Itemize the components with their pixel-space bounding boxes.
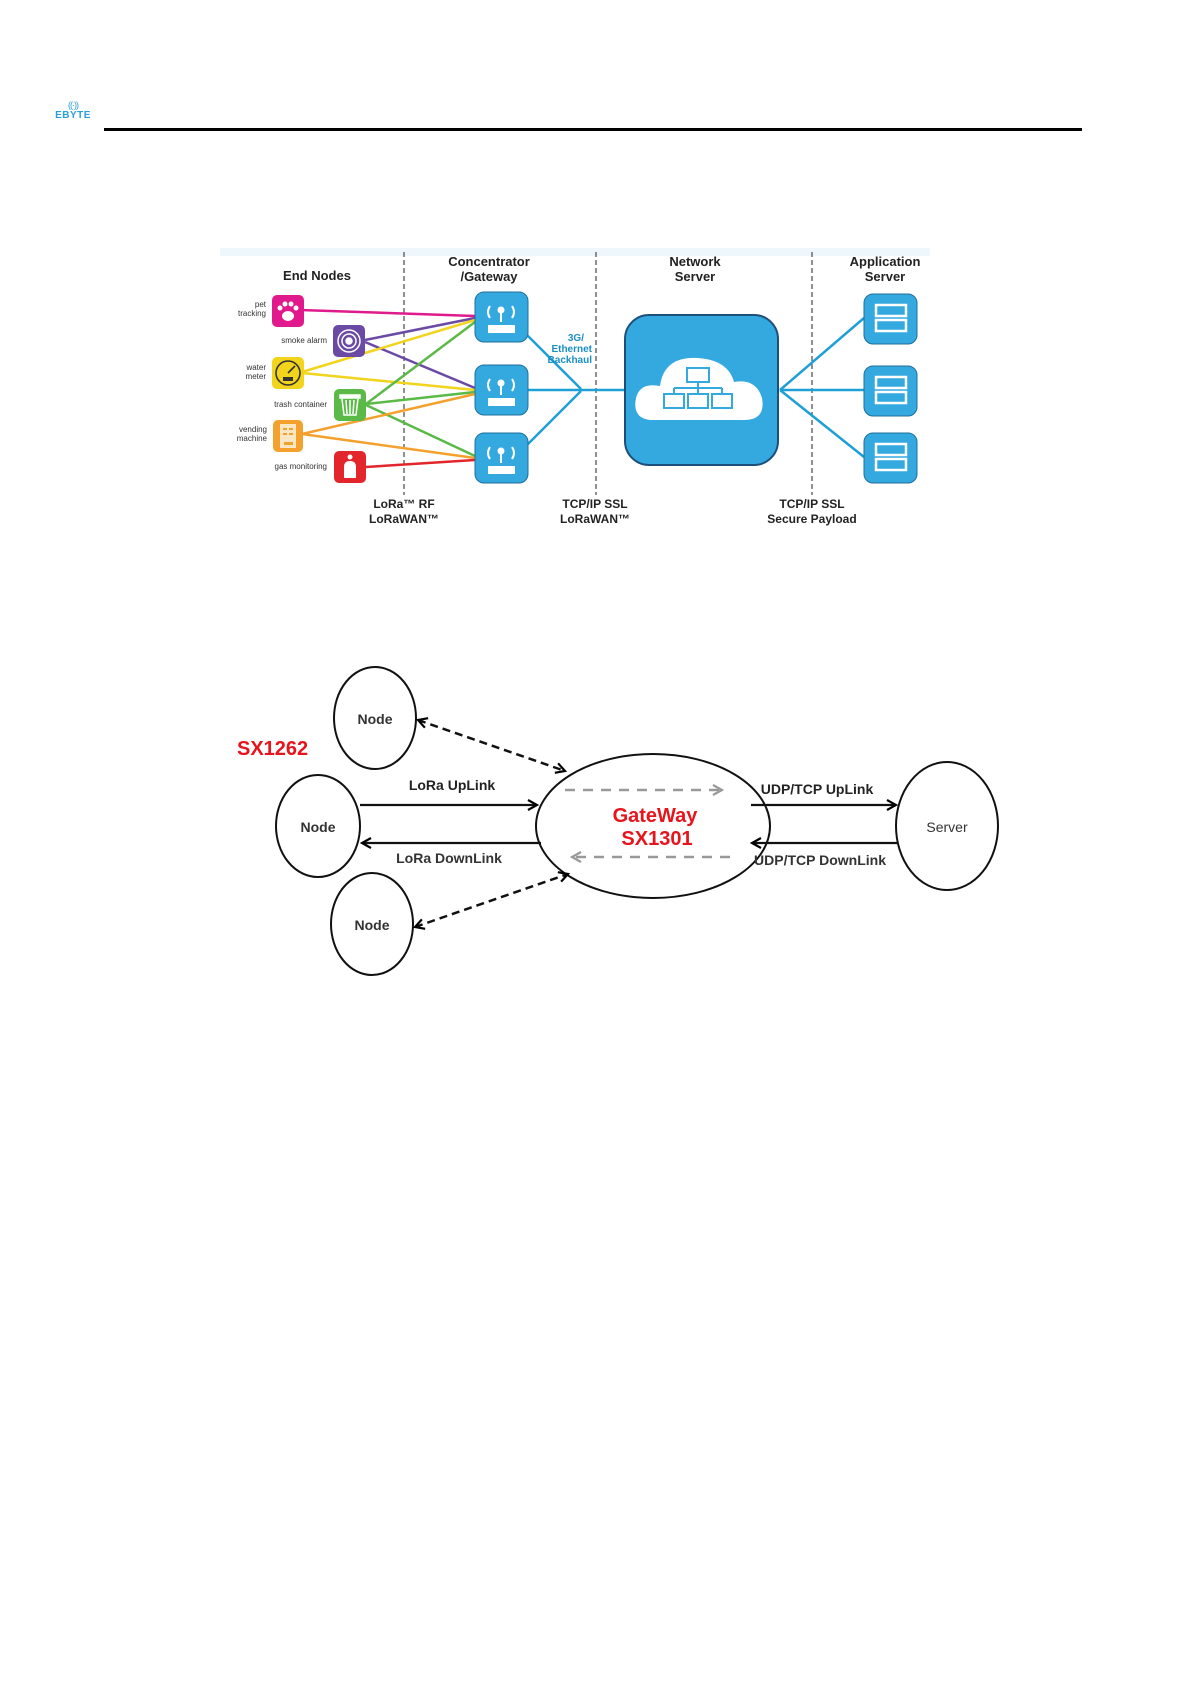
gateway-1 <box>474 291 529 343</box>
heading-app-2: Server <box>865 269 905 284</box>
label-vending: vending <box>239 425 267 434</box>
gateway-label: GateWay <box>613 805 699 827</box>
network-server <box>624 314 779 466</box>
server-icon <box>874 442 908 472</box>
end-node-gas-monitoring: gas monitoring <box>275 451 366 483</box>
server-label: Server <box>926 819 968 835</box>
backhaul-links <box>526 334 625 446</box>
vending-machine-icon <box>280 424 296 448</box>
rf-links <box>299 308 476 469</box>
smoke-alarm-icon <box>337 329 361 353</box>
end-node-smoke-alarm: smoke alarm <box>281 325 365 357</box>
protocol-backhaul-2: LoRaWAN™ <box>560 512 630 526</box>
heading-app-1: Application <box>850 254 921 269</box>
link-smoke-gw2 <box>364 340 476 390</box>
end-node-pet-tracking: pet tracking <box>238 295 304 327</box>
backhaul-label-2: Ethernet <box>551 344 592 355</box>
link-water-gw1 <box>301 318 476 374</box>
link-network-app1 <box>779 317 865 391</box>
ebyte-logo: ((·)) EBYTE <box>50 100 96 130</box>
app-links <box>779 317 865 458</box>
label-tracking: tracking <box>238 309 266 318</box>
link-pet-gw1 <box>299 308 476 318</box>
protocol-app-2: Secure Payload <box>767 512 856 526</box>
chip-label-sx1262: SX1262 <box>237 738 308 760</box>
end-node-water-meter: water meter <box>245 357 304 389</box>
server-icon <box>874 303 908 333</box>
heading-end-nodes: End Nodes <box>283 268 351 283</box>
link-gas-gw3 <box>365 458 476 469</box>
end-node-vending-machine: vending machine <box>237 420 303 452</box>
heading-gateway-2: /Gateway <box>460 269 518 284</box>
logo-text: EBYTE <box>55 110 91 121</box>
udp-uplink-label: UDP/TCP UpLink <box>761 781 874 797</box>
gateway-2 <box>474 364 529 416</box>
protocol-app-1: TCP/IP SSL <box>779 497 844 511</box>
wireless-icon: ((·)) <box>68 100 79 110</box>
trash-container-icon <box>339 394 361 416</box>
gateway-chip-label: SX1301 <box>621 828 692 850</box>
link-trash-gw1 <box>365 321 476 405</box>
link-water-gw2 <box>301 371 476 392</box>
link-node-bottom-gateway <box>415 874 568 927</box>
backhaul-label-1: 3G/ <box>568 333 584 344</box>
link-gw3-junction <box>526 390 582 446</box>
app-server-3 <box>863 432 918 484</box>
server-ellipse <box>895 761 999 891</box>
app-server-2 <box>863 365 918 417</box>
heading-network-1: Network <box>669 254 721 269</box>
app-server-1 <box>863 293 918 345</box>
label-water: water <box>245 363 266 372</box>
water-meter-icon <box>275 360 301 386</box>
node-bottom-label: Node <box>355 917 390 933</box>
antenna-icon <box>487 446 515 463</box>
node-middle-label: Node <box>301 819 336 835</box>
gas-cylinder-icon <box>344 454 356 478</box>
node-middle <box>275 774 361 878</box>
protocol-backhaul-1: TCP/IP SSL <box>562 497 627 511</box>
protocol-rf-1: LoRa™ RF <box>373 497 434 511</box>
label-smoke-alarm: smoke alarm <box>281 336 327 345</box>
label-machine: machine <box>237 434 268 443</box>
antenna-icon <box>487 305 515 322</box>
network-topology-icon <box>663 367 733 409</box>
top-band <box>220 248 930 256</box>
antenna-icon <box>487 378 515 395</box>
protocol-rf-2: LoRaWAN™ <box>369 512 439 526</box>
link-network-app3 <box>779 389 865 458</box>
gateway-dataflow-diagram: Node Node Node SX1262 GateWay SX1301 Ser… <box>237 666 999 976</box>
lora-downlink-label: LoRa DownLink <box>396 850 502 866</box>
label-pet: pet <box>255 300 267 309</box>
label-gas-monitoring: gas monitoring <box>275 462 327 471</box>
server-icon <box>874 375 908 405</box>
label-meter: meter <box>246 372 267 381</box>
link-vending-gw2 <box>301 392 476 436</box>
link-vending-gw3 <box>301 432 476 460</box>
label-trash-container: trash container <box>274 400 327 409</box>
link-smoke-gw1 <box>364 316 476 342</box>
paw-icon <box>277 301 299 321</box>
heading-gateway-1: Concentrator <box>448 254 530 269</box>
lora-uplink-label: LoRa UpLink <box>409 777 496 793</box>
link-node-top-gateway <box>418 720 565 771</box>
link-trash-gw2 <box>365 390 476 406</box>
end-node-trash-container: trash container <box>274 389 366 421</box>
node-top-label: Node <box>358 711 393 727</box>
header-rule <box>104 128 1082 131</box>
udp-downlink-label: UDP/TCP DownLink <box>754 852 886 868</box>
link-trash-gw3 <box>365 403 476 458</box>
link-gw1-junction <box>526 334 582 390</box>
heading-network-2: Server <box>675 269 715 284</box>
backhaul-label-3: Backhaul <box>548 355 593 366</box>
gateway-3 <box>474 432 529 484</box>
